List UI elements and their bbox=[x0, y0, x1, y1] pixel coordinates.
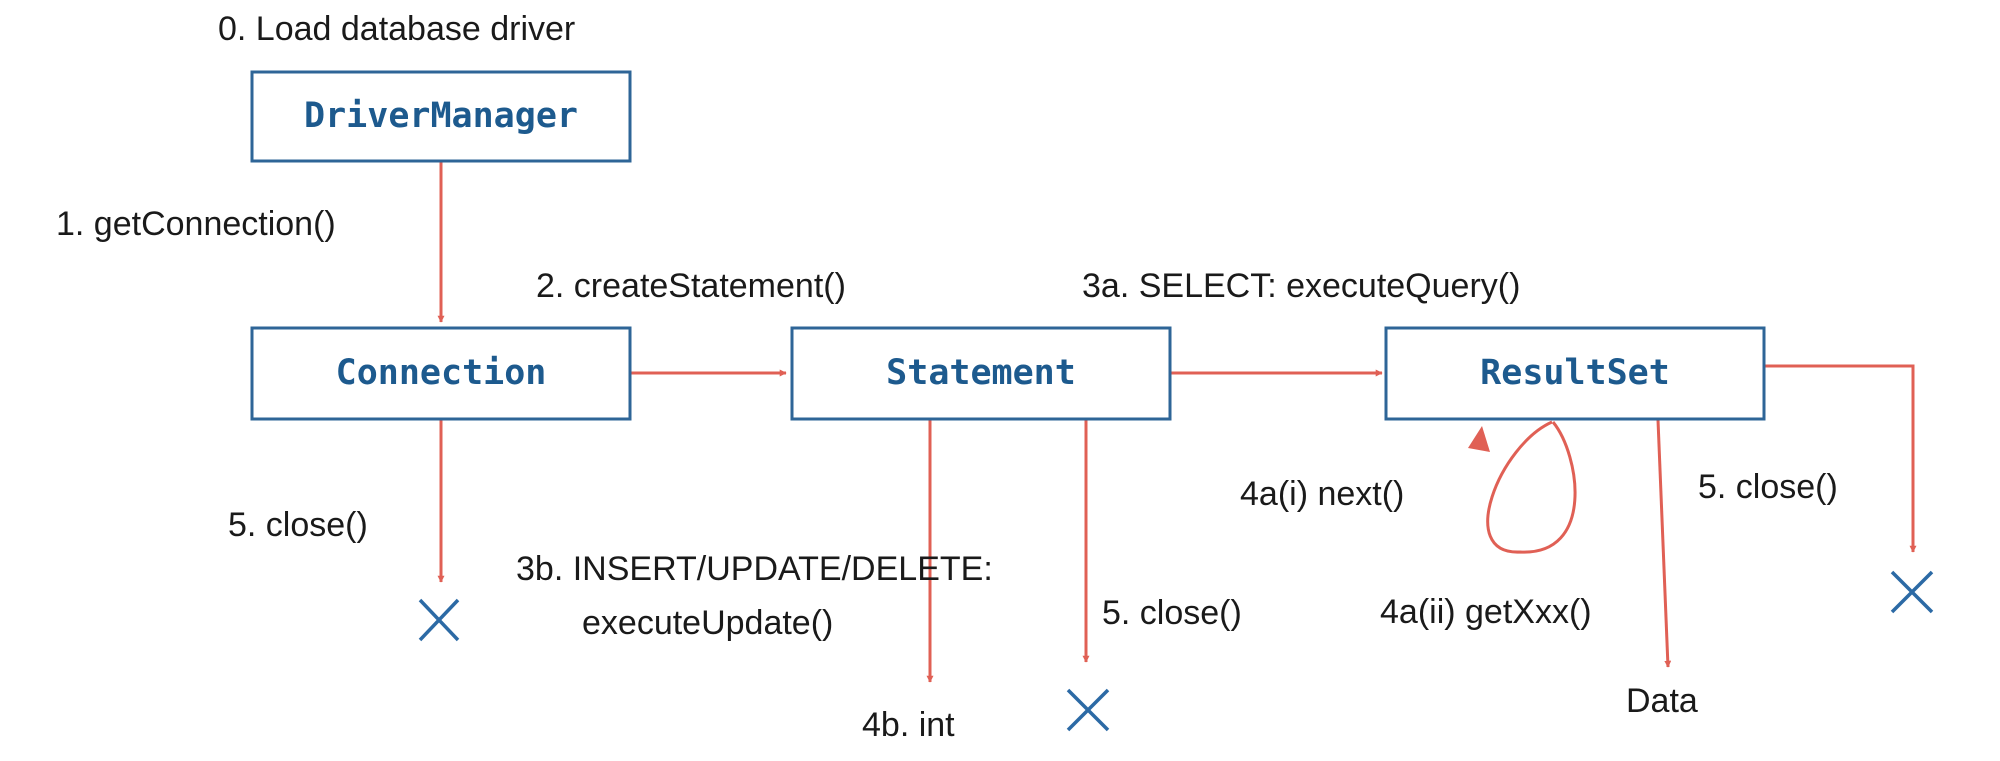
label-statement-close: 5. close() bbox=[1102, 594, 1242, 632]
node-statement: Statement bbox=[790, 326, 1172, 421]
loop-next bbox=[1486, 420, 1577, 554]
node-label-connection: Connection bbox=[336, 353, 547, 393]
output-data: Data bbox=[1626, 682, 1698, 720]
label-create-statement: 2. createStatement() bbox=[536, 267, 846, 305]
label-get-xxx: 4a(ii) getXxx() bbox=[1380, 593, 1592, 631]
close-x-icon bbox=[1890, 570, 1934, 614]
label-execute-query: 3a. SELECT: executeQuery() bbox=[1082, 267, 1520, 305]
node-label-statement: Statement bbox=[886, 353, 1076, 393]
label-execute-update-line2: executeUpdate() bbox=[582, 604, 833, 642]
close-x-icon bbox=[1066, 688, 1110, 732]
close-x-icon bbox=[418, 598, 460, 642]
loop-next-arrowhead bbox=[1468, 426, 1490, 452]
label-connection-close: 5. close() bbox=[228, 506, 368, 544]
label-next: 4a(i) next() bbox=[1240, 475, 1404, 513]
arrow-get-xxx bbox=[1656, 419, 1672, 668]
node-connection: Connection bbox=[250, 326, 632, 421]
label-resultset-close: 5. close() bbox=[1698, 468, 1838, 506]
node-result-set: ResultSet bbox=[1384, 326, 1766, 421]
arrow-resultset-close bbox=[1764, 364, 1917, 553]
arrows bbox=[437, 162, 1917, 683]
node-driver-manager: DriverManager bbox=[250, 70, 632, 163]
label-execute-update-line1: 3b. INSERT/UPDATE/DELETE: bbox=[516, 550, 993, 588]
label-get-connection: 1. getConnection() bbox=[56, 205, 336, 243]
node-label-result-set: ResultSet bbox=[1480, 353, 1670, 393]
node-label-driver-manager: DriverManager bbox=[304, 96, 578, 136]
diagram-title: 0. Load database driver bbox=[218, 10, 575, 48]
output-update-int: 4b. int bbox=[862, 706, 955, 744]
